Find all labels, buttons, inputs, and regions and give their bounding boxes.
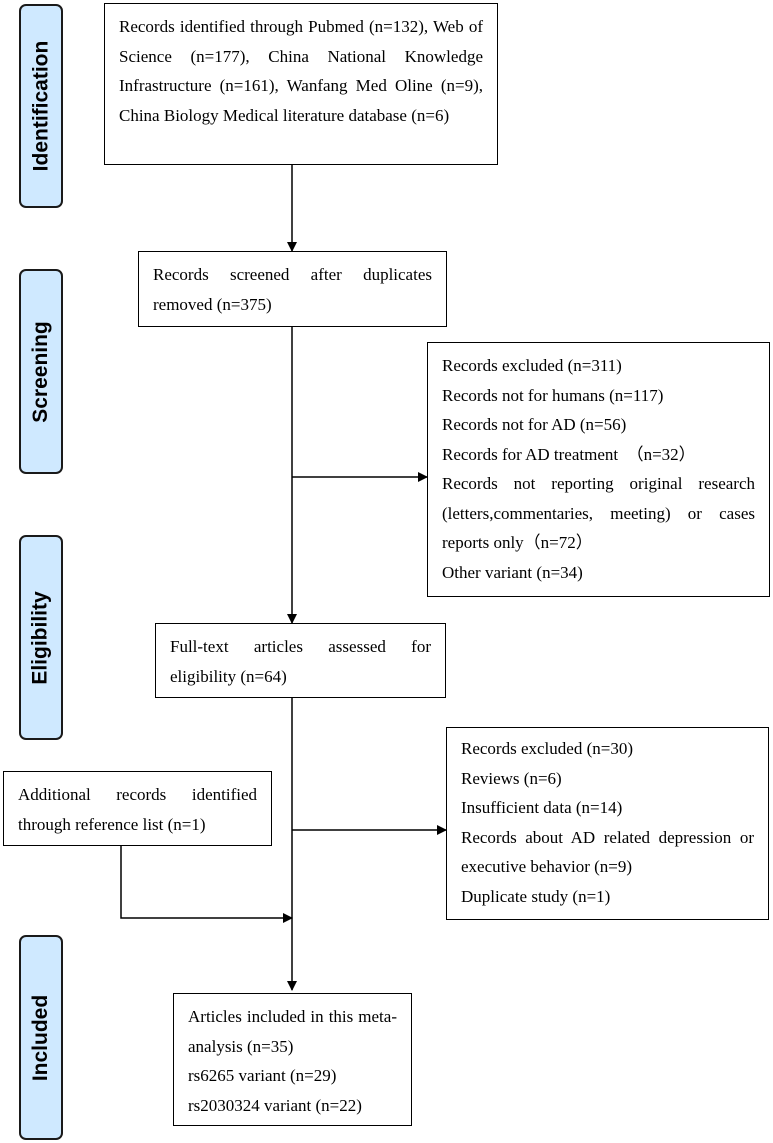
excluded-1-line: Records not for AD (n=56) [442,415,627,434]
excluded-2-line: Insufficient data (n=14) [461,798,623,817]
records-excluded-screening-box: Records excluded (n=311) Records not for… [427,342,770,597]
phase-included-label: Included [19,935,63,1140]
excluded-1-line: Other variant (n=34) [442,562,583,582]
included-line: rs6265 variant (n=29) [188,1066,337,1085]
records-identified-box: Records identified through Pubmed (n=132… [104,3,498,165]
full-text-assessed-box: Full-text articles assessed for eligibil… [155,623,446,698]
additional-records-box: Additional records identified through re… [3,771,272,846]
included-line: rs2030324 variant (n=22) [188,1095,362,1115]
excluded-2-line: Duplicate study (n=1) [461,886,611,906]
articles-included-paragraph: Articles included in this meta-analysis … [188,1007,397,1056]
excluded-2-line: Reviews (n=6) [461,768,562,788]
full-text-assessed-text: Full-text articles assessed for eligibil… [170,637,431,686]
excluded-1-line: Records excluded (n=311) [442,356,622,375]
phase-identification-label: Identification [19,4,63,208]
excluded-1-paragraph: Records not reporting original research … [442,474,755,552]
phase-screening-label: Screening [19,269,63,474]
records-excluded-eligibility-box: Records excluded (n=30) Reviews (n=6) In… [446,727,769,920]
records-screened-box: Records screened after duplicates remove… [138,251,447,327]
records-identified-text: Records identified through Pubmed (n=132… [119,17,483,125]
excluded-2-paragraph: Records about AD related depression or e… [461,827,754,877]
arrow-additional-to-main [120,846,293,923]
additional-records-text: Additional records identified through re… [18,785,257,834]
phase-eligibility-label: Eligibility [19,535,63,740]
excluded-1-line: Records not for humans (n=117) [442,385,664,405]
articles-included-box: Articles included in this meta-analysis … [173,993,412,1126]
excluded-1-line: Records for AD treatment （n=32） [442,444,696,464]
excluded-2-line: Records excluded (n=30) [461,739,633,758]
records-screened-text: Records screened after duplicates remove… [153,265,432,314]
